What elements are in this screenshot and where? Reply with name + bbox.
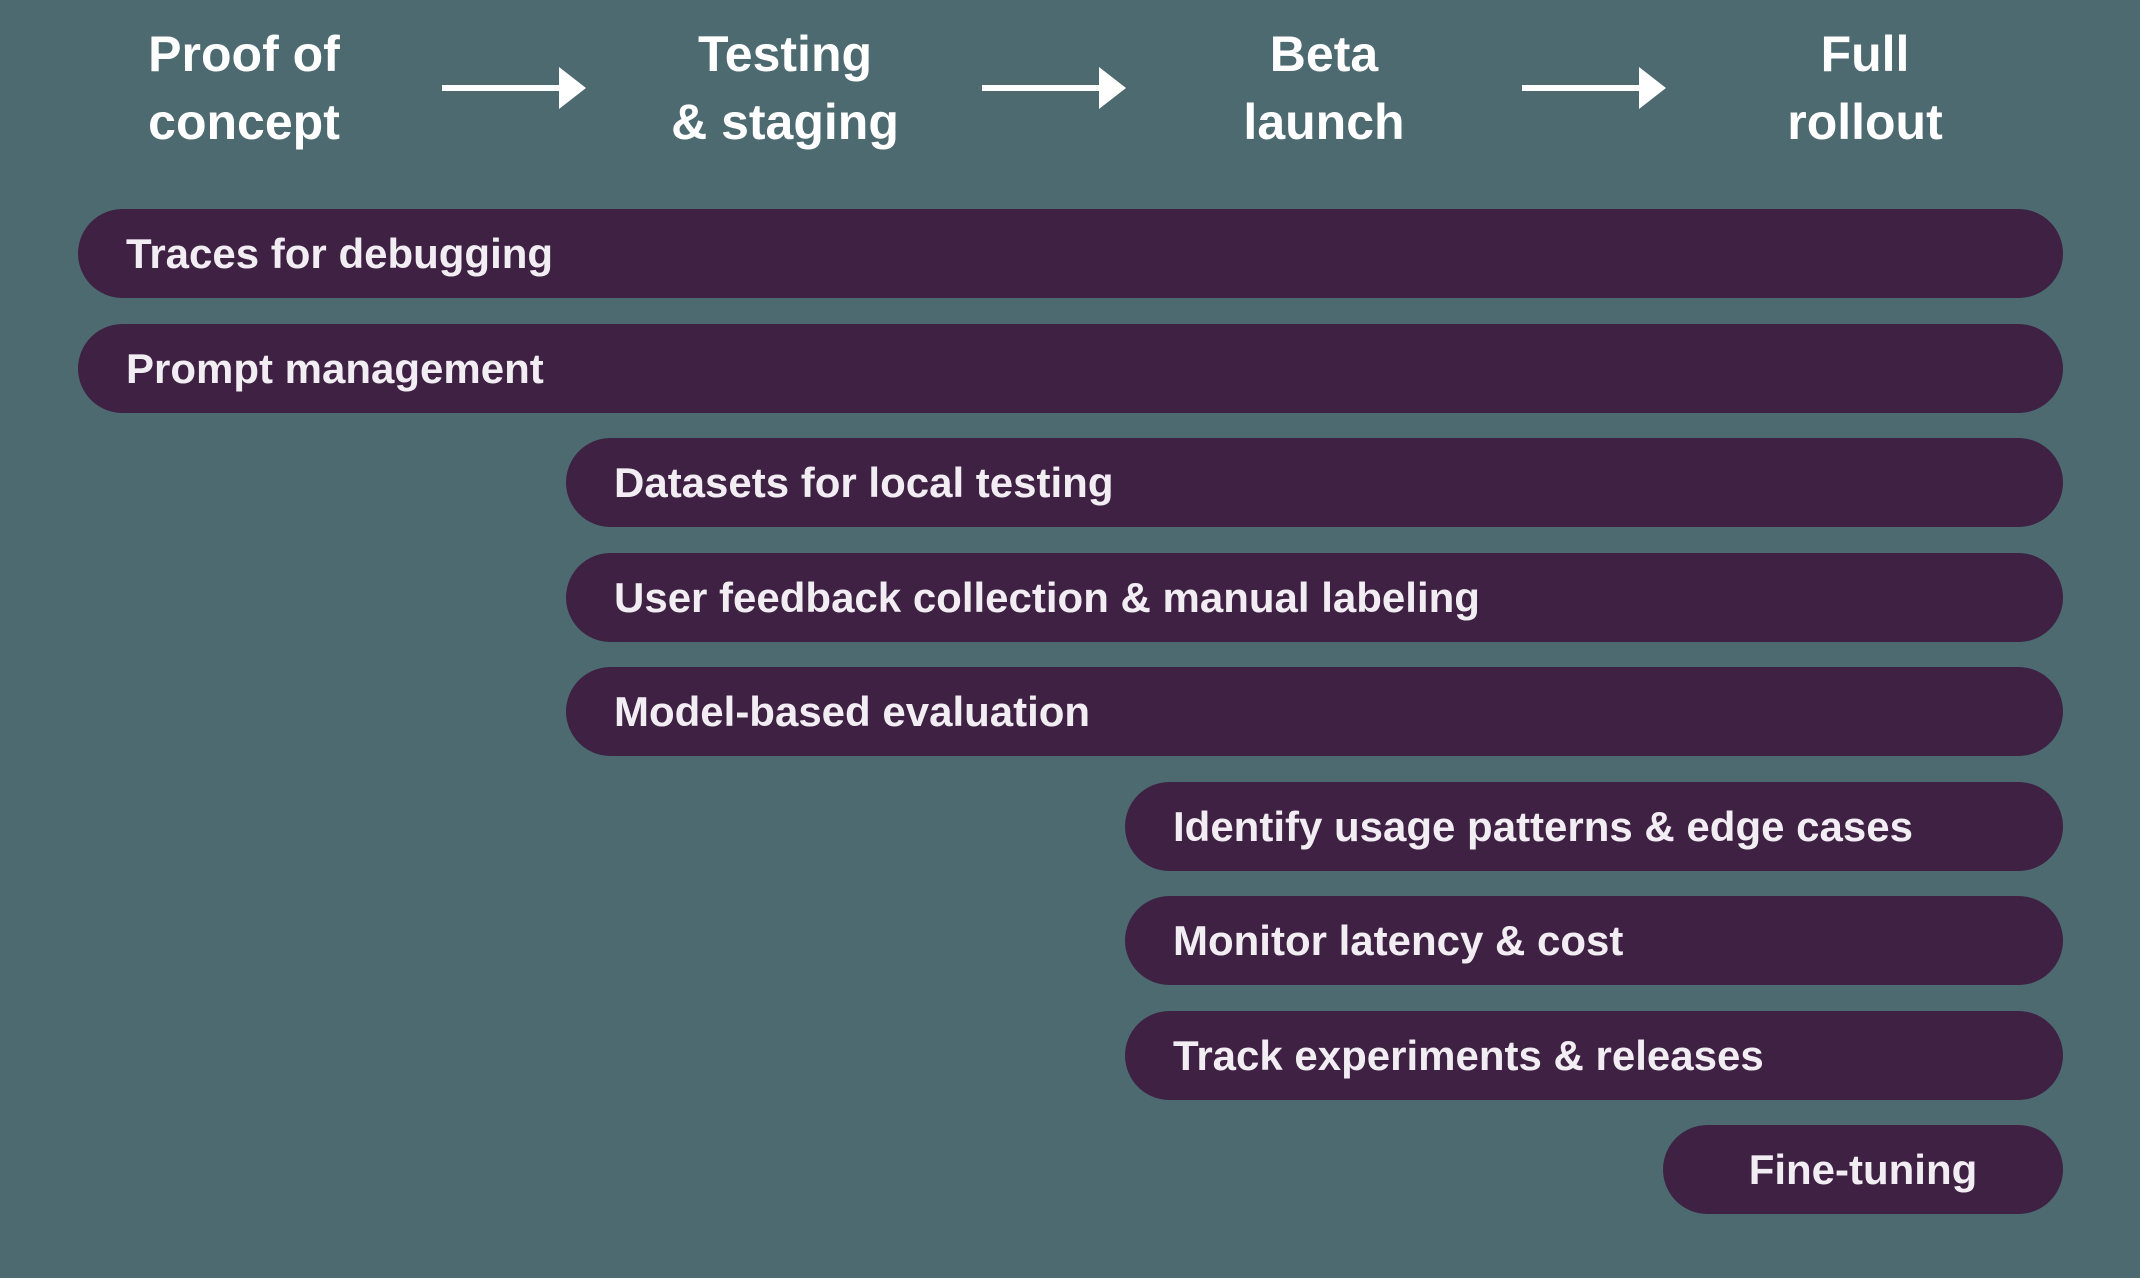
phase-testing-staging: Testing & staging xyxy=(671,20,899,156)
timeline-bar-model-based-evaluation: Model-based evaluation xyxy=(566,667,2063,756)
bar-label: Track experiments & releases xyxy=(1173,1031,1764,1079)
timeline-bar-datasets-for-local-testing: Datasets for local testing xyxy=(566,438,2063,527)
phase-proof-of-concept: Proof of concept xyxy=(148,20,340,156)
timeline-bar-track-experiments-releases: Track experiments & releases xyxy=(1125,1011,2063,1100)
bar-label: Datasets for local testing xyxy=(614,458,1114,506)
phase-label-line: Beta xyxy=(1269,26,1379,82)
timeline-bar-monitor-latency-cost: Monitor latency & cost xyxy=(1125,896,2063,985)
timeline-bar-user-feedback-collection: User feedback collection & manual labeli… xyxy=(566,553,2063,642)
phase-label-line: Full xyxy=(1820,26,1910,82)
arrow-right-icon xyxy=(982,67,1126,109)
bar-label: Monitor latency & cost xyxy=(1173,916,1624,964)
bar-label: User feedback collection & manual labeli… xyxy=(614,573,1480,621)
bar-label: Identify usage patterns & edge cases xyxy=(1173,802,1913,850)
bar-label: Fine-tuning xyxy=(1748,1145,1978,1193)
arrow-right-icon xyxy=(442,67,586,109)
timeline-bar-traces-for-debugging: Traces for debugging xyxy=(78,209,2063,298)
phase-label-line: launch xyxy=(1243,94,1405,150)
bar-label: Traces for debugging xyxy=(126,229,554,277)
timeline-bar-identify-usage-patterns: Identify usage patterns & edge cases xyxy=(1125,782,2063,871)
timeline-bar-prompt-management: Prompt management xyxy=(78,324,2063,413)
timeline-bar-fine-tuning: Fine-tuning xyxy=(1663,1125,2063,1214)
bar-label: Prompt management xyxy=(126,344,544,392)
phase-label-line: & staging xyxy=(671,94,899,150)
phase-label-line: Proof of xyxy=(148,26,340,82)
phase-beta-launch: Beta launch xyxy=(1243,20,1404,156)
arrow-right-icon xyxy=(1522,67,1666,109)
phase-label-line: concept xyxy=(148,94,340,150)
phase-label-line: Testing xyxy=(697,26,873,82)
phase-full-rollout: Full rollout xyxy=(1787,20,1943,156)
bar-label: Model-based evaluation xyxy=(614,687,1091,735)
phase-label-line: rollout xyxy=(1787,94,1943,150)
